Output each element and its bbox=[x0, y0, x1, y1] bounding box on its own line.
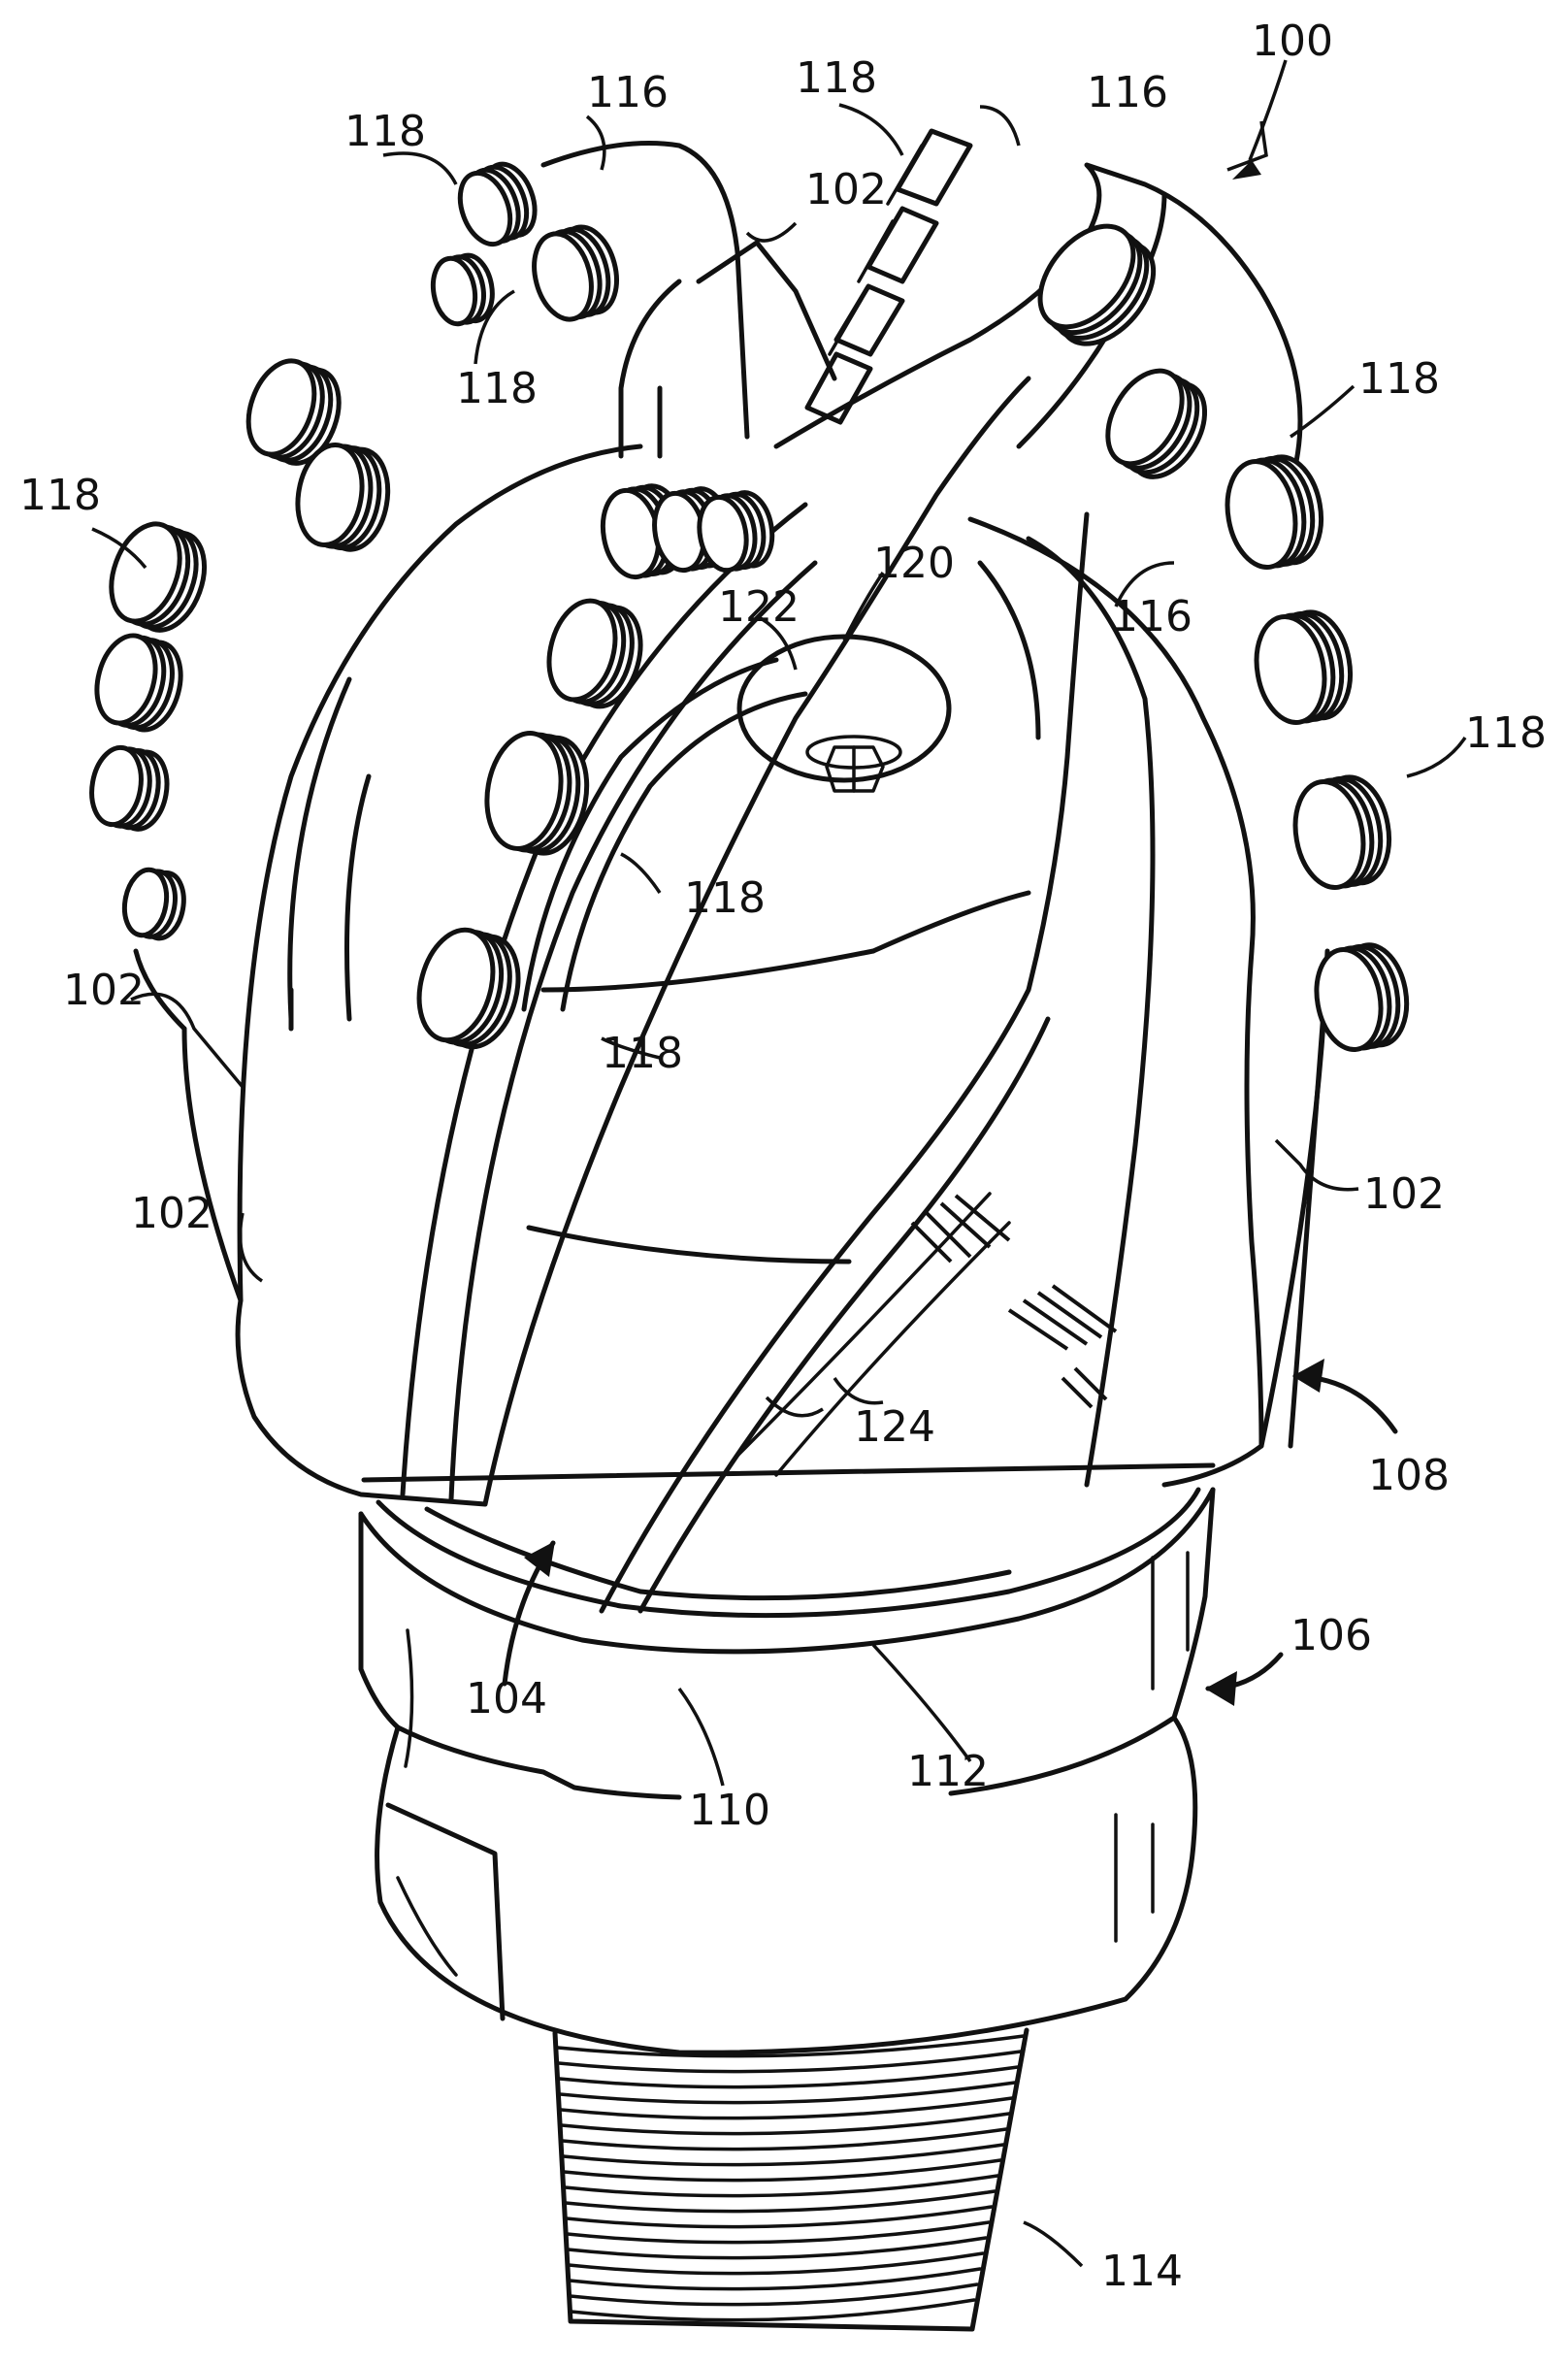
pin-thread-line bbox=[569, 2298, 976, 2322]
leader-lines bbox=[91, 59, 1467, 2268]
cutter bbox=[1292, 774, 1392, 890]
hatch-line bbox=[1073, 1366, 1108, 1401]
label-112: 112 bbox=[907, 1747, 989, 1796]
cutter bbox=[430, 252, 495, 327]
label-120: 120 bbox=[873, 539, 955, 588]
cutter bbox=[245, 358, 342, 466]
cutter bbox=[1225, 454, 1324, 570]
cutter bbox=[109, 521, 208, 633]
pin-thread-line bbox=[557, 2065, 1020, 2089]
cutter bbox=[94, 633, 183, 733]
hatch-line bbox=[1007, 1308, 1069, 1351]
hatch-line bbox=[1051, 1284, 1118, 1333]
cutter bbox=[457, 161, 538, 247]
label-122: 122 bbox=[718, 582, 800, 632]
cutter bbox=[697, 490, 775, 574]
label-118-top-center: 118 bbox=[796, 53, 877, 103]
label-102-top: 102 bbox=[805, 165, 887, 214]
hatch-line bbox=[925, 1211, 972, 1259]
label-102-lower-left: 102 bbox=[131, 1189, 212, 1238]
pin-thread-line bbox=[567, 2251, 985, 2276]
pin-thread-line bbox=[559, 2096, 1014, 2120]
label-100: 100 bbox=[1252, 16, 1333, 66]
label-116-top-left: 116 bbox=[587, 68, 669, 117]
cutter bbox=[1254, 609, 1354, 725]
cutter bbox=[89, 744, 170, 832]
cutter bbox=[416, 927, 521, 1050]
pin-thread-line bbox=[561, 2143, 1005, 2167]
pin-thread-line bbox=[560, 2112, 1011, 2136]
cutter bbox=[121, 867, 186, 941]
pin-thread-line bbox=[561, 2127, 1008, 2151]
pin-thread-line bbox=[558, 2081, 1017, 2105]
hatch-line bbox=[939, 1201, 992, 1249]
pin-thread-line bbox=[565, 2220, 991, 2245]
cutter-array bbox=[89, 128, 1410, 1053]
pin-thread-line bbox=[566, 2236, 988, 2260]
cutter bbox=[484, 731, 590, 856]
bit-body bbox=[133, 141, 1330, 1614]
hatch-line bbox=[1061, 1376, 1094, 1409]
cutter bbox=[546, 598, 643, 709]
shank bbox=[358, 1462, 1216, 2055]
label-116-top-right: 116 bbox=[1087, 68, 1168, 117]
label-108: 108 bbox=[1368, 1451, 1450, 1500]
label-110: 110 bbox=[689, 1786, 770, 1835]
pin-thread-line bbox=[556, 2034, 1026, 2058]
pin-thread-line bbox=[565, 2205, 994, 2229]
cutter bbox=[532, 224, 619, 322]
pin-thread-line bbox=[568, 2267, 982, 2291]
threaded-pin bbox=[552, 2027, 1029, 2332]
label-118-center: 118 bbox=[684, 873, 766, 923]
cutter bbox=[1037, 223, 1157, 346]
label-118-far-left: 118 bbox=[19, 471, 101, 520]
cutter bbox=[1105, 368, 1208, 479]
pin-thread-line bbox=[563, 2174, 999, 2198]
hatch-line bbox=[1036, 1291, 1103, 1339]
hatch-line bbox=[954, 1194, 1011, 1242]
label-124: 124 bbox=[854, 1402, 935, 1452]
pin-thread-line bbox=[564, 2189, 996, 2214]
pin-thread-line bbox=[562, 2158, 1002, 2183]
cutter-strip bbox=[804, 128, 973, 425]
label-118-right-top: 118 bbox=[1358, 354, 1440, 404]
label-114: 114 bbox=[1101, 2247, 1183, 2296]
nozzle bbox=[736, 634, 952, 793]
label-116-right: 116 bbox=[1111, 592, 1192, 641]
label-118-center-lower: 118 bbox=[602, 1029, 683, 1078]
arrows bbox=[502, 160, 1398, 1706]
cutter bbox=[295, 442, 391, 552]
hatch-line bbox=[910, 1221, 953, 1264]
hatch-line bbox=[1022, 1298, 1089, 1346]
label-104: 104 bbox=[466, 1674, 547, 1724]
pin-thread-line bbox=[557, 2050, 1023, 2074]
pin-thread-line bbox=[569, 2282, 979, 2307]
label-118-top-left: 118 bbox=[344, 107, 426, 156]
reference-labels: 100 118 116 118 116 102 118 118 118 120 … bbox=[19, 16, 1547, 2296]
label-102-right: 102 bbox=[1363, 1169, 1445, 1219]
label-102-left: 102 bbox=[63, 966, 145, 1015]
label-118-upper-left: 118 bbox=[456, 364, 538, 413]
label-118-right-mid: 118 bbox=[1465, 708, 1547, 758]
cutter bbox=[1314, 942, 1410, 1053]
label-106: 106 bbox=[1290, 1611, 1372, 1660]
